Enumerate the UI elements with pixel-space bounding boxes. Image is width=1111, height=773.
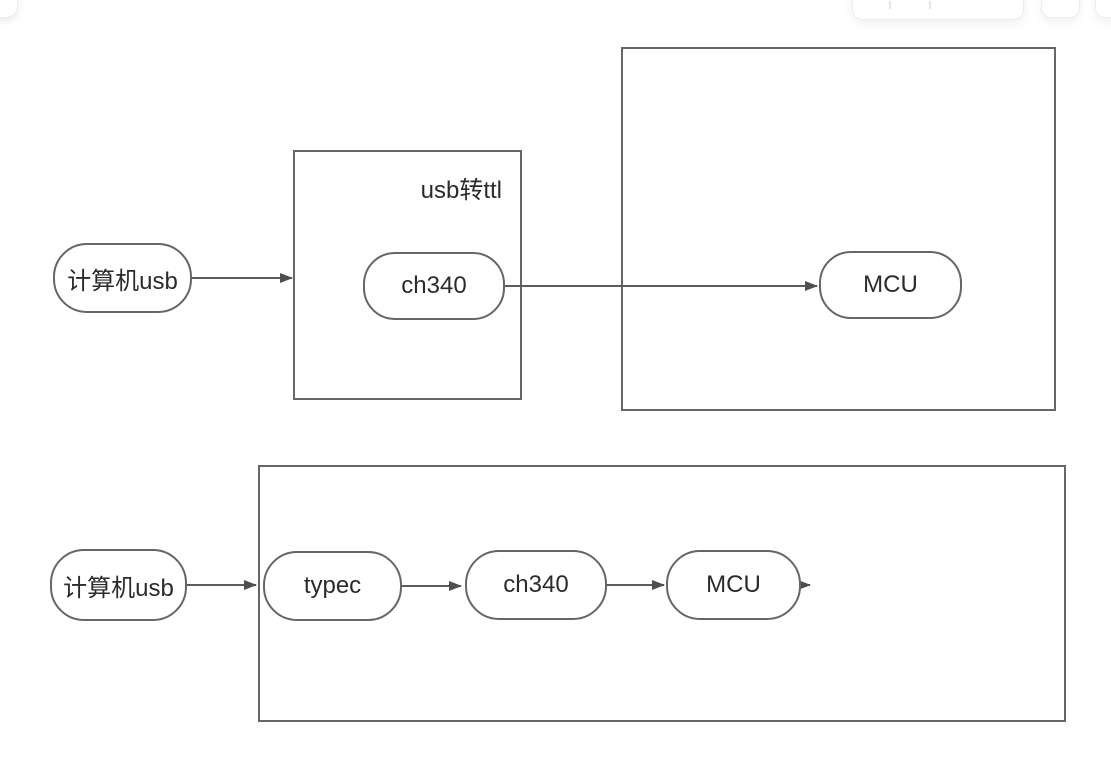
node-label: 计算机usb: [63, 574, 174, 602]
node-label: MCU: [863, 271, 918, 298]
node-mcu-top[interactable]: MCU: [819, 251, 962, 319]
node-mcu-bottom[interactable]: MCU: [666, 550, 801, 620]
node-label: ch340: [503, 571, 569, 598]
node-ch340-top[interactable]: ch340: [363, 252, 505, 320]
cropped-toolbar-button[interactable]: [1041, 0, 1080, 18]
node-computer-usb-bottom[interactable]: 计算机usb: [50, 549, 187, 621]
node-label: MCU: [706, 571, 761, 598]
node-typec[interactable]: typec: [263, 551, 402, 621]
toolbar-separator: [929, 1, 931, 9]
node-label: typec: [303, 572, 362, 599]
node-ch340-bottom[interactable]: ch340: [465, 550, 607, 620]
usb-ttl-box-label: usb转ttl: [420, 177, 502, 204]
cropped-panel-corner: [0, 0, 18, 18]
cropped-floating-toolbar[interactable]: [852, 0, 1024, 20]
node-computer-usb-top[interactable]: 计算机usb: [53, 243, 192, 313]
node-label: 计算机usb: [67, 267, 178, 295]
top-mcu-container-box[interactable]: [621, 47, 1056, 411]
toolbar-separator: [889, 1, 891, 9]
node-label: ch340: [401, 272, 467, 299]
cropped-toolbar-button[interactable]: [1095, 0, 1111, 18]
